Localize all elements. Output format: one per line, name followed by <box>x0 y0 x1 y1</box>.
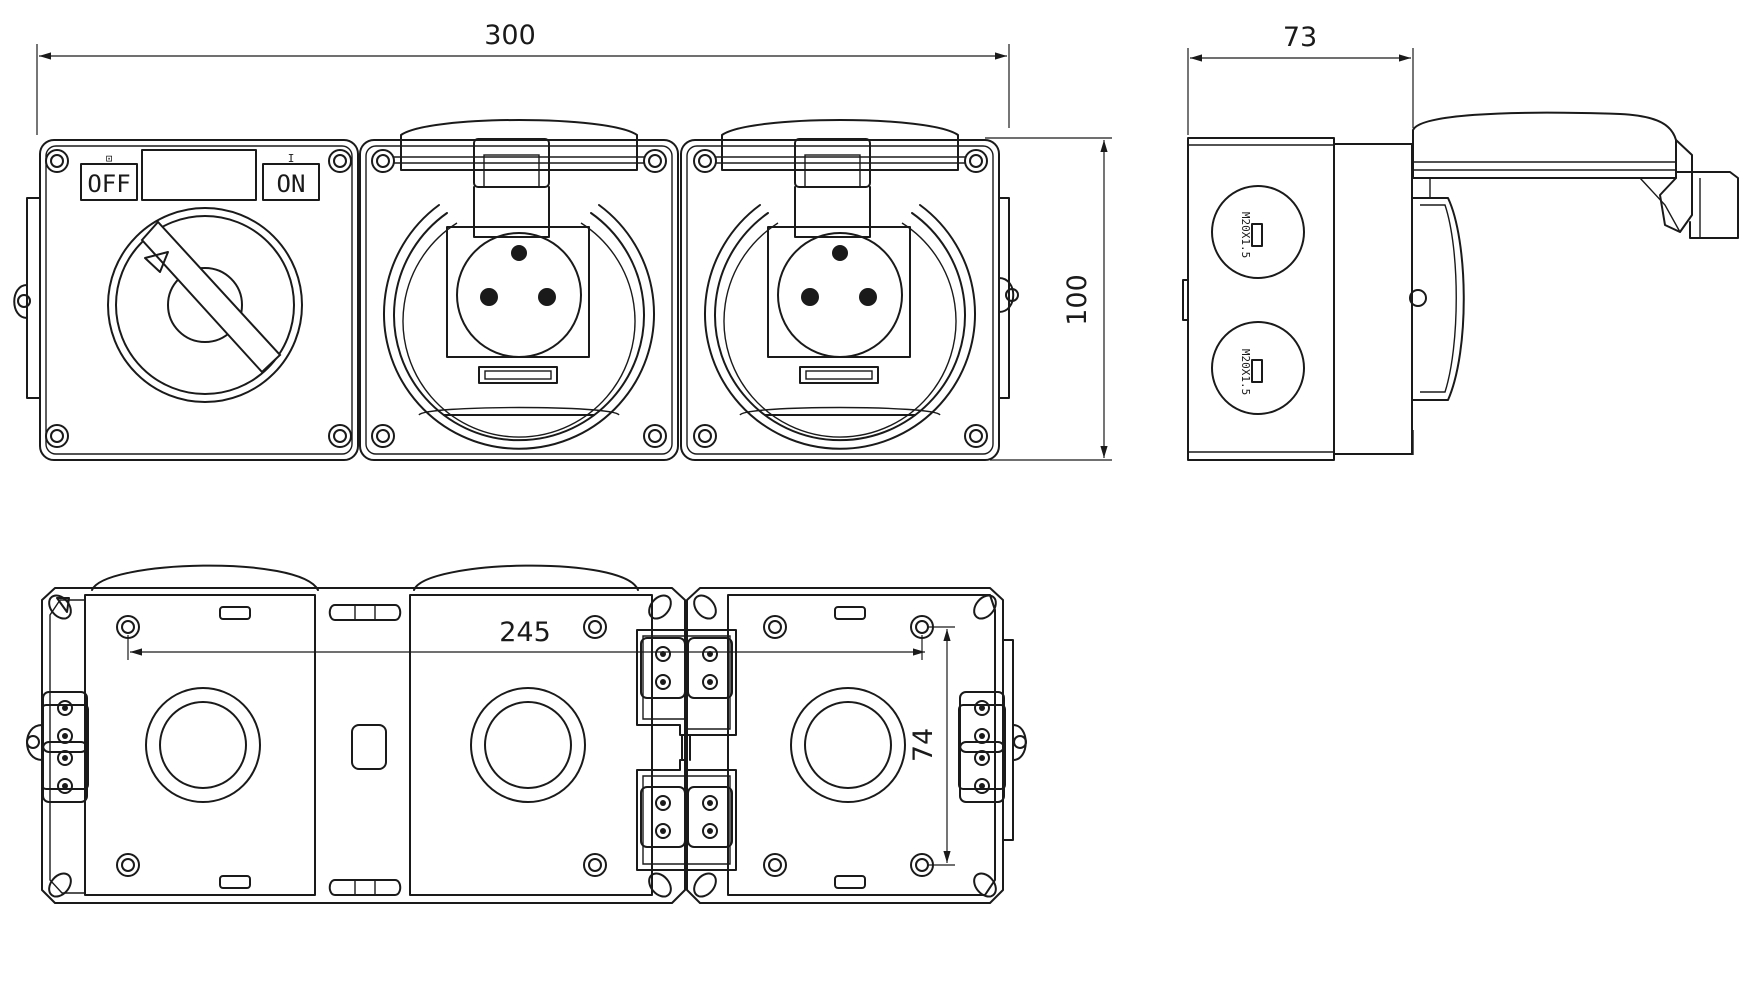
rear-housing-right <box>686 587 1004 904</box>
gland-2-label: M20X1.5 <box>1239 349 1252 395</box>
dim-depth-label: 73 <box>1283 22 1317 53</box>
rear-entry-3 <box>790 687 906 803</box>
rotary-knob <box>107 207 303 403</box>
on-label: ON <box>277 170 306 198</box>
rear-entry-1 <box>145 687 261 803</box>
side-view: 73 M20X1.5 M20X1.5 <box>1182 22 1739 461</box>
cable-gland-1 <box>1211 185 1305 279</box>
off-label: OFF <box>87 170 130 198</box>
dim-hole-v-label: 74 <box>908 728 939 762</box>
rear-entry-2 <box>470 687 586 803</box>
dim-height-label: 100 <box>1062 274 1093 326</box>
rear-housing-left <box>41 587 686 904</box>
knob-handle <box>140 220 282 374</box>
on-symbol: I <box>288 152 295 165</box>
socket-module-1 <box>359 119 679 461</box>
switch-module: OFF ⊡ ON I <box>13 139 359 461</box>
off-symbol: ⊡ <box>106 152 113 165</box>
cable-gland-2 <box>1211 321 1305 415</box>
front-view: 300 100 OFF ⊡ ON I <box>13 20 1112 461</box>
dim-width-label: 300 <box>484 20 536 51</box>
rear-view: 245 74 <box>26 564 1027 904</box>
gland-1-label: M20X1.5 <box>1239 212 1252 258</box>
dim-hole-h-label: 245 <box>499 617 551 648</box>
side-cover <box>1412 111 1739 239</box>
socket-module-2 <box>680 119 1019 461</box>
